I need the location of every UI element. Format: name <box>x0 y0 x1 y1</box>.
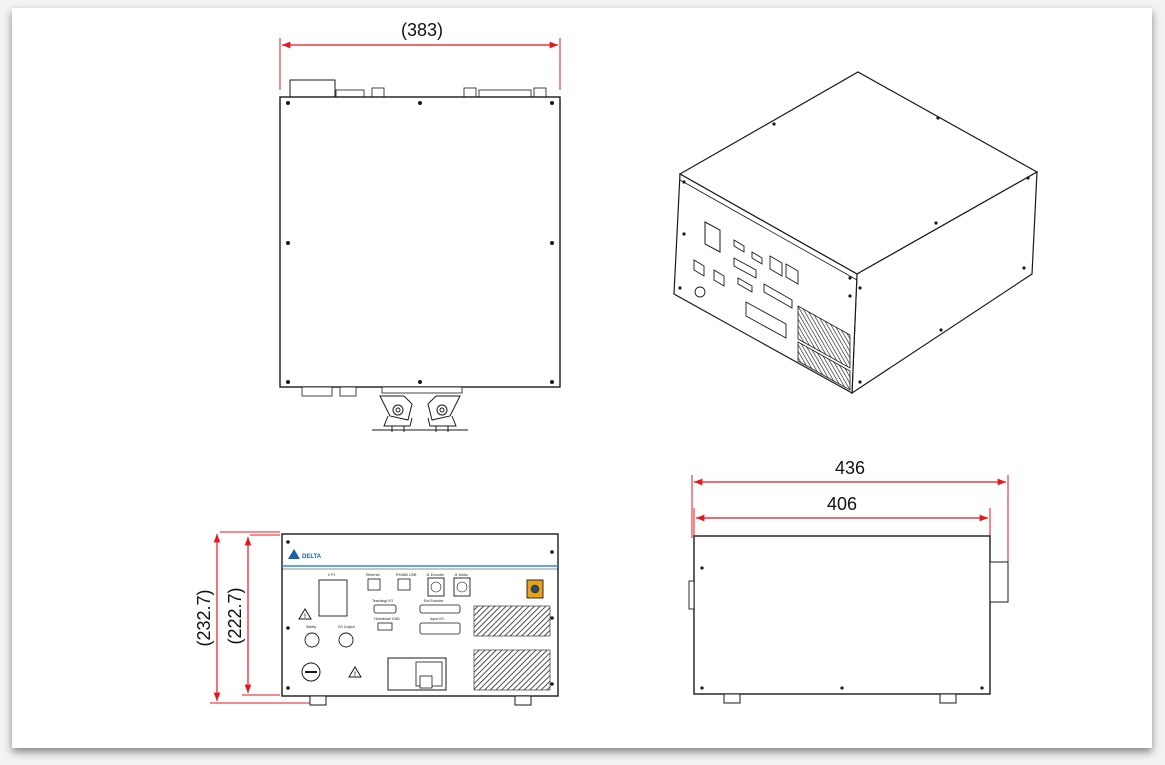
label-encoder: J1 Encoder <box>426 573 445 577</box>
dimension-top-width: (383) <box>279 20 561 90</box>
warning-icon <box>298 608 312 620</box>
isometric-view <box>673 71 1039 395</box>
dimension-label-436: 436 <box>835 458 865 478</box>
label-teach: Teaching/ I/O <box>372 599 393 603</box>
dimension-label-232-7: (232.7) <box>194 589 214 646</box>
svg-text:!: ! <box>354 672 356 678</box>
label-ethernet: Ethernet <box>366 573 380 577</box>
svg-text:!: ! <box>304 614 306 620</box>
dimension-label-383: (383) <box>401 20 443 40</box>
label-motor: J1 Motor <box>454 573 469 577</box>
top-plate <box>279 96 561 388</box>
label-usb: RS485/ USB <box>396 573 417 577</box>
label-power: I/ P1 <box>328 573 335 577</box>
side-panel <box>693 535 991 695</box>
label-io-output: I/O Output <box>338 625 355 629</box>
label-safety: Safety <box>306 625 316 629</box>
label-ext-encoder: Ext Encoder <box>424 599 444 603</box>
dimension-side-widths: 436 406 <box>691 458 1009 568</box>
technical-drawing: (383) <box>194 20 1039 706</box>
lower-vent <box>473 649 551 691</box>
top-view: (383) <box>279 20 561 432</box>
dimension-label-222-7: (222.7) <box>225 587 245 644</box>
drawing-sheet: (383) <box>12 8 1152 748</box>
brand-logo-text: DELTA <box>302 554 322 560</box>
side-view: 436 406 <box>688 458 1009 704</box>
delta-logo-icon <box>288 549 300 559</box>
label-heartbeat: Heartbeat/ GND <box>374 617 400 621</box>
dimension-heights: (232.7) (222.7) <box>194 531 312 704</box>
cable-clamp <box>372 395 468 432</box>
dimension-label-406: 406 <box>827 494 857 514</box>
upper-vent <box>473 605 551 637</box>
label-input: Input I/O <box>430 617 444 621</box>
front-view: (232.7) (222.7) DELTA I/ P1 ! Ethernet R… <box>194 531 559 706</box>
